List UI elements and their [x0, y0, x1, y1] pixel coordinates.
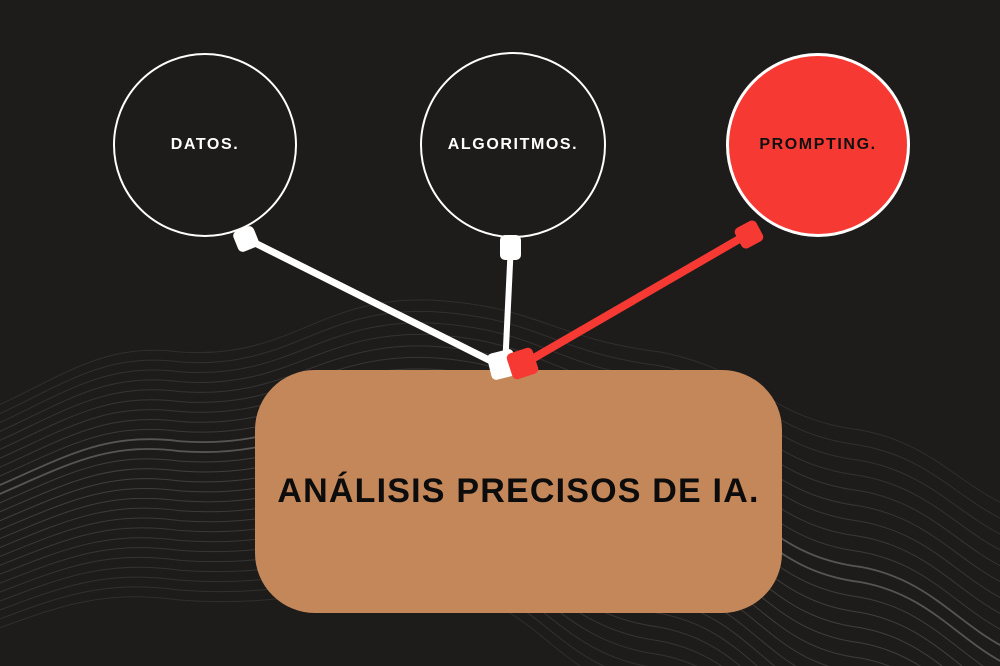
node-label-prompting: PROMPTING. — [759, 136, 877, 153]
block-algoritmos — [500, 235, 521, 260]
edge-algoritmos — [502, 240, 514, 371]
node-circle-algoritmos[interactable]: ALGORITMOS. — [420, 52, 606, 238]
node-label-algoritmos: ALGORITMOS. — [447, 136, 579, 153]
result-box-label: ANÁLISIS PRECISOS DE IA. — [277, 472, 760, 510]
edge-prompting — [516, 230, 752, 370]
node-circle-datos[interactable]: DATOS. — [113, 53, 297, 237]
node-circle-prompting[interactable]: PROMPTING. — [726, 53, 910, 237]
result-box[interactable]: ANÁLISIS PRECISOS DE IA. — [255, 370, 782, 613]
node-label-datos: DATOS. — [170, 136, 240, 153]
edge-datos — [241, 234, 509, 372]
